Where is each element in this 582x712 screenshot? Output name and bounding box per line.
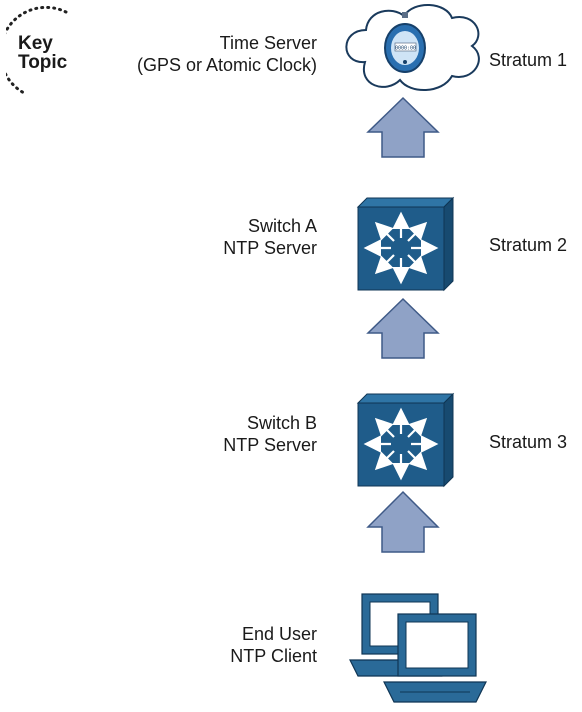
stratum-2-label: Stratum 2 <box>489 235 568 255</box>
workstation-icon <box>349 593 487 703</box>
time-server-name: Time Server <box>219 33 317 53</box>
stratum-1-label: Stratum 1 <box>489 50 568 70</box>
arrow-up-icon <box>366 490 440 553</box>
switch-b-role: NTP Server <box>223 435 317 455</box>
arrow-up-icon <box>366 96 440 158</box>
cloud-stopwatch-icon: 0000:00 <box>345 3 480 92</box>
switch-icon <box>356 392 455 488</box>
key-topic-line1: Key <box>18 33 53 54</box>
switch-b-name: Switch B <box>246 413 317 433</box>
switch-a-role: NTP Server <box>223 238 317 258</box>
key-topic-badge: Key Topic <box>6 6 86 96</box>
time-server-label: Time Server (GPS or Atomic Clock) <box>137 32 317 76</box>
time-server-detail: (GPS or Atomic Clock) <box>136 55 317 75</box>
switch-b-label: Switch B NTP Server <box>223 412 317 456</box>
switch-a-label: Switch A NTP Server <box>223 215 317 259</box>
clock-display: 0000:00 <box>395 46 416 52</box>
key-topic-line2: Topic <box>18 52 68 73</box>
switch-a-name: Switch A <box>247 216 317 236</box>
key-topic-icon <box>6 6 68 96</box>
end-user-name: End User <box>241 624 317 644</box>
switch-icon <box>356 196 455 292</box>
arrow-up-icon <box>366 297 440 359</box>
end-user-role: NTP Client <box>230 646 317 666</box>
stratum-3-label: Stratum 3 <box>489 432 568 452</box>
end-user-label: End User NTP Client <box>230 623 317 667</box>
